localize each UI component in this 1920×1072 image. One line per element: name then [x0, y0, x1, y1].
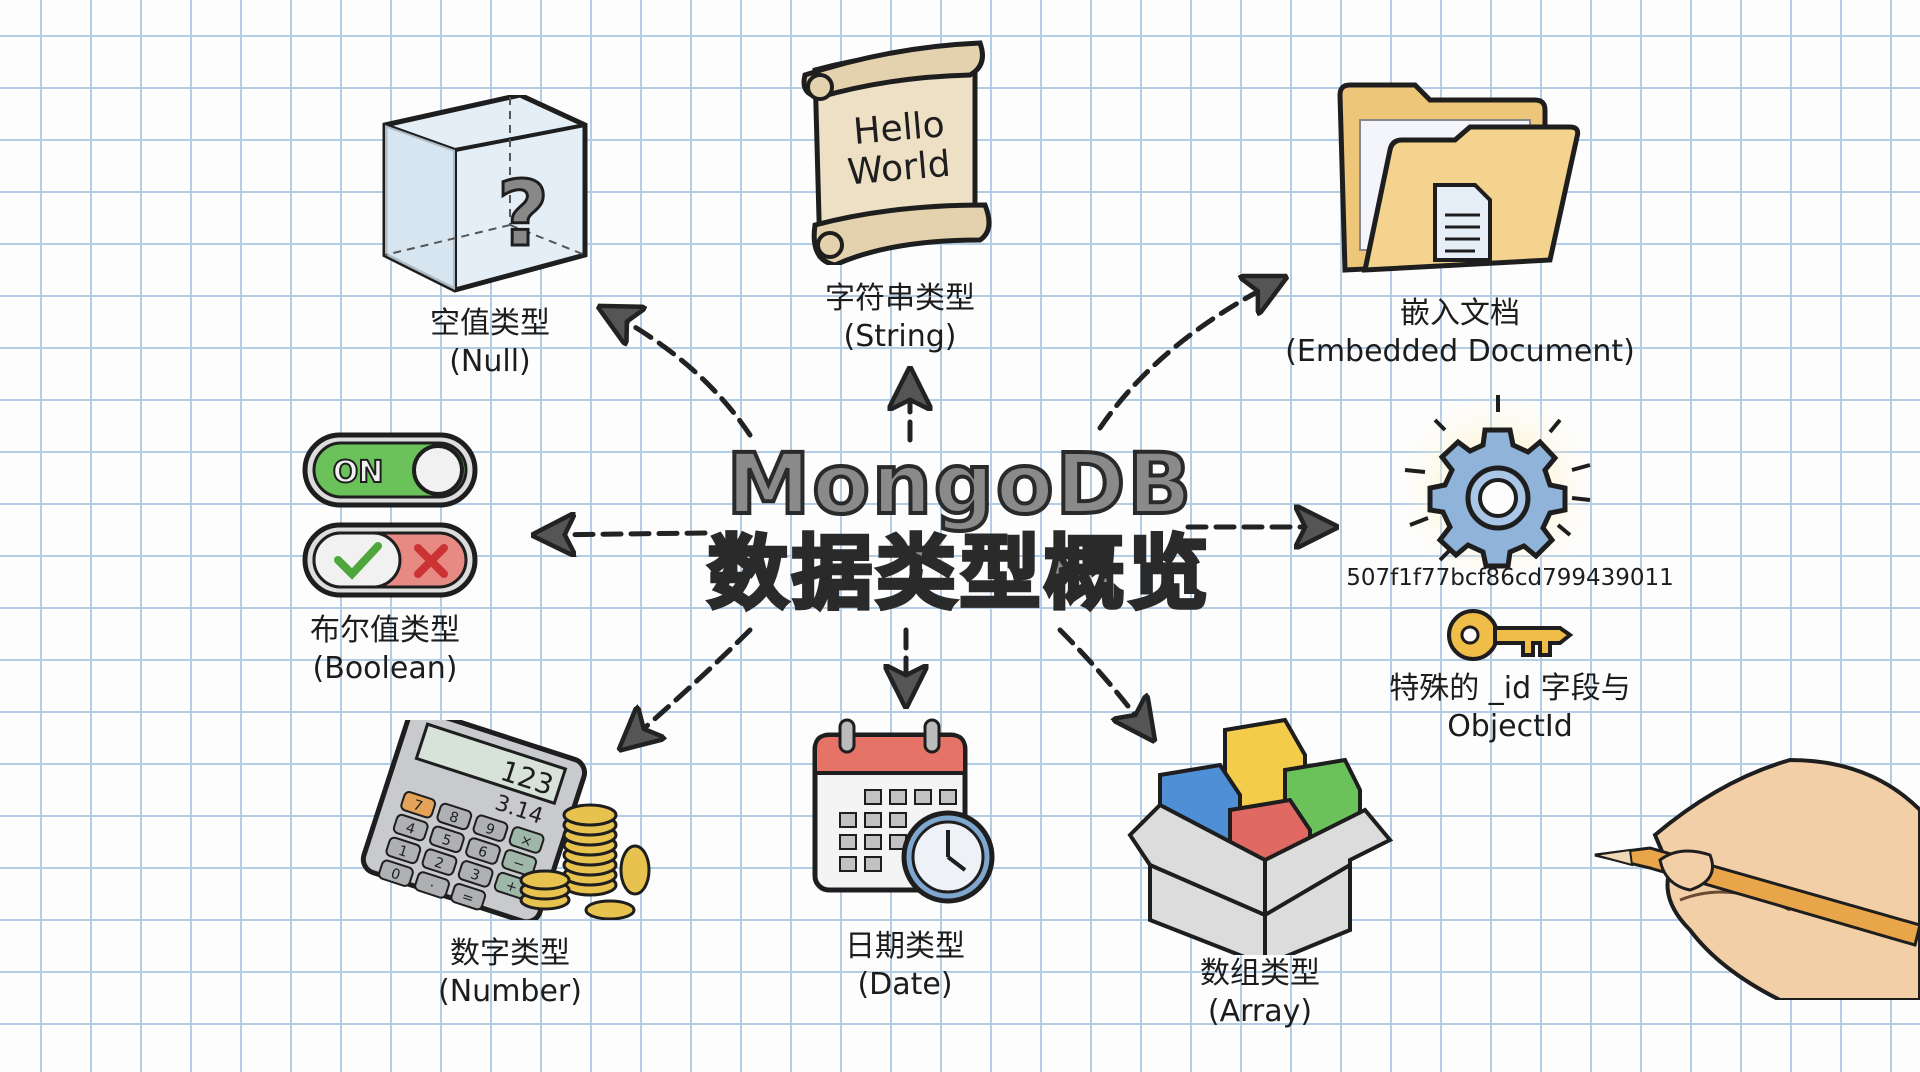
- objectid-zh: 特殊的 _id 字段与: [1389, 671, 1631, 706]
- calculator-key: [501, 849, 538, 877]
- node-array-label: 数组类型 (Array): [1160, 955, 1360, 1030]
- toggle-on-label: ON: [333, 455, 384, 490]
- arrow-to-boolean: [540, 533, 708, 535]
- calculator-key-label: +: [503, 878, 519, 897]
- calculator-key: [378, 859, 414, 887]
- calculator-key-label: =: [460, 889, 476, 908]
- svg-text:?: ?: [497, 162, 549, 267]
- gear-icon: [1398, 390, 1598, 570]
- folder-document-icon: [1337, 82, 1581, 273]
- calculator-key: [436, 802, 473, 831]
- array-en: (Array): [1207, 993, 1313, 1029]
- box-of-blocks-icon: [1127, 717, 1394, 955]
- embedded-zh: 嵌入文档: [1400, 296, 1520, 331]
- calculator-key: [465, 837, 501, 865]
- calculator-icon: 123 3.14 789×456−123+0·=: [360, 720, 651, 920]
- arrow-to-number: [625, 627, 753, 745]
- calculator-key: [414, 871, 450, 899]
- calculator-key: [385, 836, 422, 865]
- node-boolean-label: 布尔值类型 (Boolean): [270, 612, 500, 687]
- date-en: (Date): [857, 966, 953, 1002]
- node-objectid-label: 特殊的 _id 字段与 ObjectId: [1340, 670, 1680, 745]
- calculator-key: [400, 791, 437, 819]
- embedded-en: (Embedded Document): [1285, 333, 1635, 369]
- sample-objectid: 507f1f77bcf86cd799439011: [1346, 565, 1674, 591]
- question-cube-icon: ?: [382, 95, 588, 293]
- calculator-key: [450, 883, 487, 911]
- calculator-key-label: ·: [427, 878, 436, 895]
- calculator-key: [457, 860, 494, 888]
- title-line-1: MongoDB: [725, 435, 1194, 533]
- null-zh: 空值类型: [430, 306, 550, 341]
- coins-icon: [519, 803, 651, 920]
- number-zh: 数字类型: [450, 936, 570, 971]
- node-date-label: 日期类型 (Date): [800, 928, 1010, 1003]
- arrow-to-null: [605, 310, 753, 438]
- calculator-key: [472, 814, 509, 842]
- string-en: (String): [843, 318, 957, 354]
- array-zh: 数组类型: [1200, 956, 1320, 991]
- calculator-key-label: −: [511, 855, 527, 874]
- scroll-text-world: World: [846, 144, 952, 194]
- calendar-clock-icon: [812, 718, 995, 904]
- scroll-text-hello: Hello: [852, 104, 946, 153]
- string-zh: 字符串类型: [825, 281, 975, 316]
- node-string-label: 字符串类型 (String): [780, 280, 1020, 355]
- diagram-title: MongoDB 数据类型概览: [700, 435, 1220, 622]
- calculator-key: [429, 825, 465, 853]
- key-icon: [1447, 609, 1574, 661]
- calculator-key: [421, 848, 458, 876]
- number-en: (Number): [438, 973, 582, 1009]
- node-null-label: 空值类型 (Null): [380, 305, 600, 380]
- calculator-key: [392, 813, 429, 842]
- node-number-label: 数字类型 (Number): [400, 935, 620, 1010]
- hand-holding-pencil-icon: [1594, 757, 1920, 1000]
- calculator-keys: 789×456−123+0·=: [378, 791, 545, 911]
- arrow-to-array: [1057, 627, 1150, 735]
- calculator-key-label: ×: [518, 832, 534, 851]
- objectid-en: ObjectId: [1447, 708, 1573, 744]
- node-embedded-label: 嵌入文档 (Embedded Document): [1270, 295, 1650, 370]
- scroll-icon: Hello World: [801, 40, 992, 265]
- date-zh: 日期类型: [845, 929, 965, 964]
- title-line-2: 数据类型概览: [706, 526, 1212, 622]
- boolean-en: (Boolean): [312, 650, 458, 686]
- boolean-zh: 布尔值类型: [310, 613, 460, 648]
- arrow-to-embedded: [1097, 280, 1280, 431]
- toggle-switch-icon: ON: [302, 432, 478, 598]
- null-en: (Null): [449, 343, 531, 379]
- calculator-key: [508, 826, 545, 854]
